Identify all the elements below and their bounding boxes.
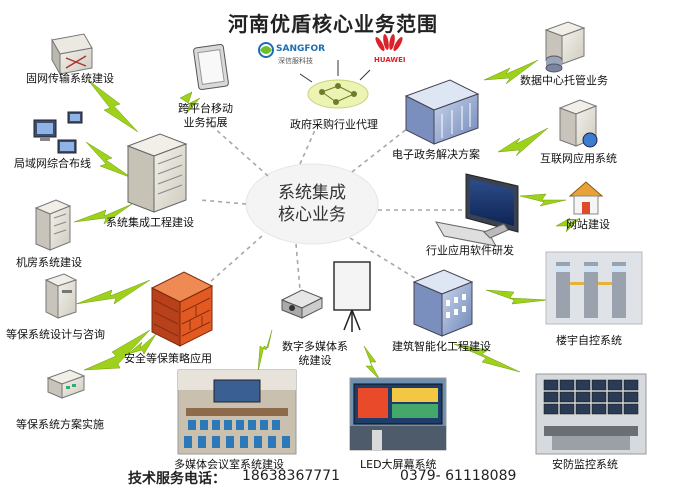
firewall-icon — [150, 271, 214, 347]
label-led-screen: LED大屏幕系统 — [360, 458, 437, 471]
label-multimedia: 数字多媒体系 统建设 — [282, 340, 348, 368]
label-machine-room: 机房系统建设 — [16, 256, 82, 269]
procurement-network-icon — [299, 60, 371, 109]
label-lan-cabling: 局域网综合布线 — [14, 157, 91, 170]
smart-building-icon — [412, 269, 474, 337]
server-cabinet-icon — [126, 133, 188, 213]
footer-phone-mobile: 18638367771 — [242, 468, 340, 484]
label-cross-platform-line-1: 跨平台移动 — [178, 102, 233, 115]
server-rack-icon — [34, 199, 72, 251]
desktop-computer-icon — [435, 173, 519, 247]
label-grade-protect-design: 等保系统设计与咨询 — [6, 328, 105, 341]
government-building-icon — [404, 79, 480, 145]
web-server-icon — [558, 99, 598, 148]
label-grade-protect-impl: 等保系统方案实施 — [16, 418, 104, 431]
page-title: 河南优盾核心业务范围 — [228, 12, 438, 36]
security-appliance-icon — [46, 369, 86, 399]
computer-cluster-icon — [33, 111, 83, 154]
security-monitor-photo-icon — [535, 373, 647, 455]
database-server-icon — [544, 21, 586, 73]
tablet-icon — [193, 44, 229, 90]
label-building-control: 楼宇自控系统 — [556, 334, 622, 347]
sangfor-logo-text: SANGFOR — [276, 44, 326, 54]
label-cross-platform: 跨平台移动 业务拓展 — [178, 102, 233, 130]
center-line-2: 核心业务 — [278, 205, 346, 225]
label-smart-building: 建筑智能化工程建设 — [392, 340, 491, 353]
desktop-tower-icon — [44, 273, 78, 319]
label-industry-software: 行业应用软件研发 — [426, 244, 514, 257]
label-multimedia-line-2: 统建设 — [298, 354, 332, 367]
huawei-logo-icon — [375, 34, 403, 52]
center-line-1: 系统集成 — [278, 183, 346, 203]
label-conference: 多媒体会议室系统建设 — [174, 458, 284, 471]
label-data-center: 数据中心托管业务 — [520, 74, 608, 87]
network-device-icon — [51, 33, 93, 76]
label-security-strategy: 安全等保策略应用 — [124, 352, 212, 365]
label-cross-platform-line-2: 业务拓展 — [183, 116, 228, 129]
led-screen-photo-icon — [349, 377, 447, 451]
label-fixed-network: 固网传输系统建设 — [26, 72, 114, 85]
label-egov: 电子政务解决方案 — [392, 148, 480, 161]
center-core-business: 系统集成 核心业务 — [252, 182, 372, 226]
footer-phone-landline: 0379- 61118089 — [400, 468, 517, 484]
footer-phone-label: 技术服务电话： — [128, 471, 226, 487]
huawei-logo-text: HUAWEI — [374, 56, 406, 64]
label-gov-procurement: 政府采购行业代理 — [290, 118, 378, 131]
sangfor-logo-subtext: 深信服科技 — [278, 57, 313, 65]
projection-screen-icon — [333, 261, 371, 332]
turnstile-photo-icon — [545, 251, 643, 325]
label-sys-integration: 系统集成工程建设 — [106, 216, 194, 229]
website-house-icon — [568, 181, 604, 215]
sangfor-logo-icon — [258, 42, 274, 58]
lightning-connectors — [73, 59, 581, 381]
projector-icon — [280, 289, 324, 319]
label-security-monitor: 安防监控系统 — [552, 458, 618, 471]
label-multimedia-line-1: 数字多媒体系 — [282, 340, 348, 353]
label-internet-app: 互联网应用系统 — [540, 152, 617, 165]
label-website: 网站建设 — [566, 218, 610, 231]
conference-room-photo-icon — [177, 369, 297, 455]
connector-lines — [199, 125, 462, 291]
